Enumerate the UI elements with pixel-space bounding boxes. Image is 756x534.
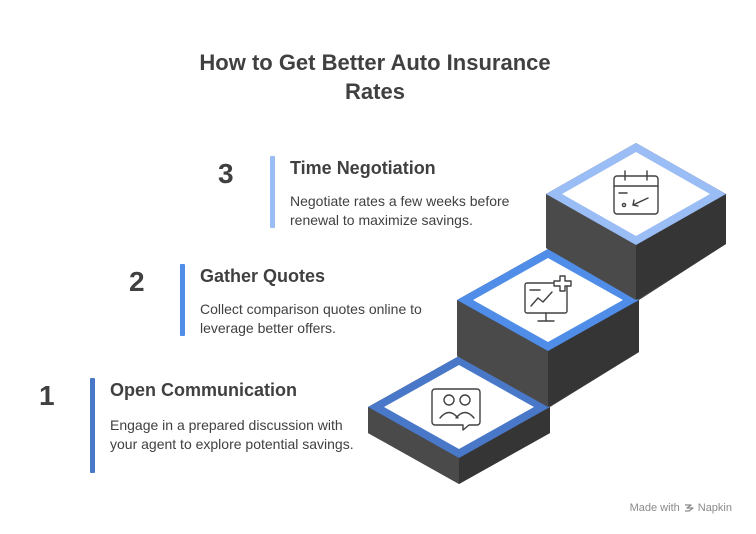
step-2-accent-bar xyxy=(180,264,185,336)
step-2-description: Collect comparison quotes online to leve… xyxy=(200,301,422,336)
step-1-heading: Open Communication xyxy=(110,380,298,400)
page-title: How to Get Better Auto Insurance Rates xyxy=(199,50,551,104)
step-3-accent-bar xyxy=(270,156,275,228)
step-1-description: Engage in a prepared discussion with you… xyxy=(110,417,354,452)
stair-step-3 xyxy=(546,143,726,300)
step-1-number: 1 xyxy=(39,380,55,411)
monitor-chart-plus-icon xyxy=(524,275,572,322)
napkin-logo-icon xyxy=(684,504,694,512)
step-2-number: 2 xyxy=(129,266,145,297)
napkin-watermark: Made with Napkin xyxy=(630,502,732,514)
step-2-heading: Gather Quotes xyxy=(200,266,326,286)
step-3-heading: Time Negotiation xyxy=(290,158,436,178)
calendar-icon xyxy=(613,170,659,215)
people-chat-icon xyxy=(431,388,481,431)
napkin-brand-label: Napkin xyxy=(697,502,732,514)
step-3-number: 3 xyxy=(218,158,234,189)
stair-step-1 xyxy=(368,356,550,484)
step-3-description: Negotiate rates a few weeks before renew… xyxy=(290,193,510,228)
made-with-label: Made with xyxy=(629,502,680,514)
step-1-accent-bar xyxy=(90,378,95,473)
